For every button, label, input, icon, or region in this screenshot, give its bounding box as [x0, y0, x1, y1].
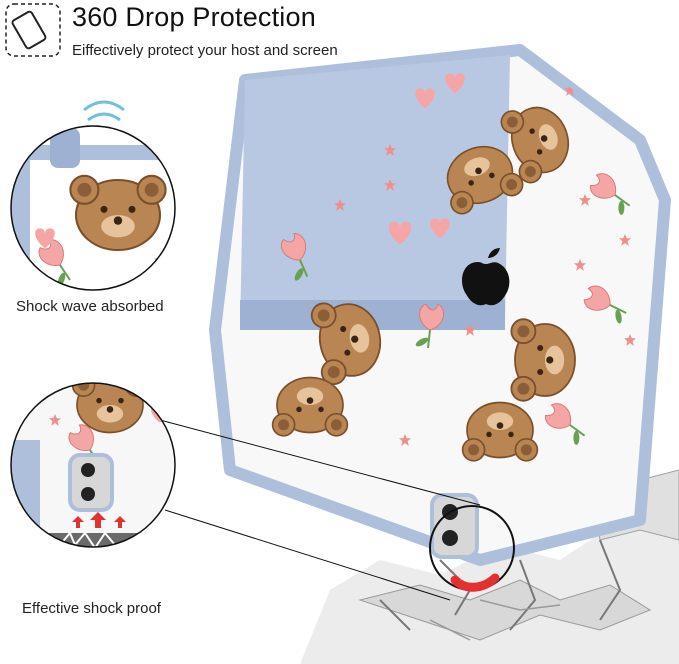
page-title: 360 Drop Protection [72, 2, 316, 32]
zoom-circle-shock-proof [10, 382, 176, 548]
callout-lines [159, 419, 515, 601]
phone-drop-icon [5, 3, 61, 57]
page-subtitle: Eiffectively protect your host and scree… [72, 42, 338, 59]
camera-module [430, 493, 479, 559]
caption-shock-proof: Effective shock proof [22, 600, 161, 617]
logo-icon [462, 248, 510, 306]
caption-shock-wave: Shock wave absorbed [16, 298, 164, 315]
tablet-case [209, 44, 671, 566]
impact-arrows-icon [72, 512, 126, 528]
zoom-circle-shock-wave [10, 100, 176, 291]
